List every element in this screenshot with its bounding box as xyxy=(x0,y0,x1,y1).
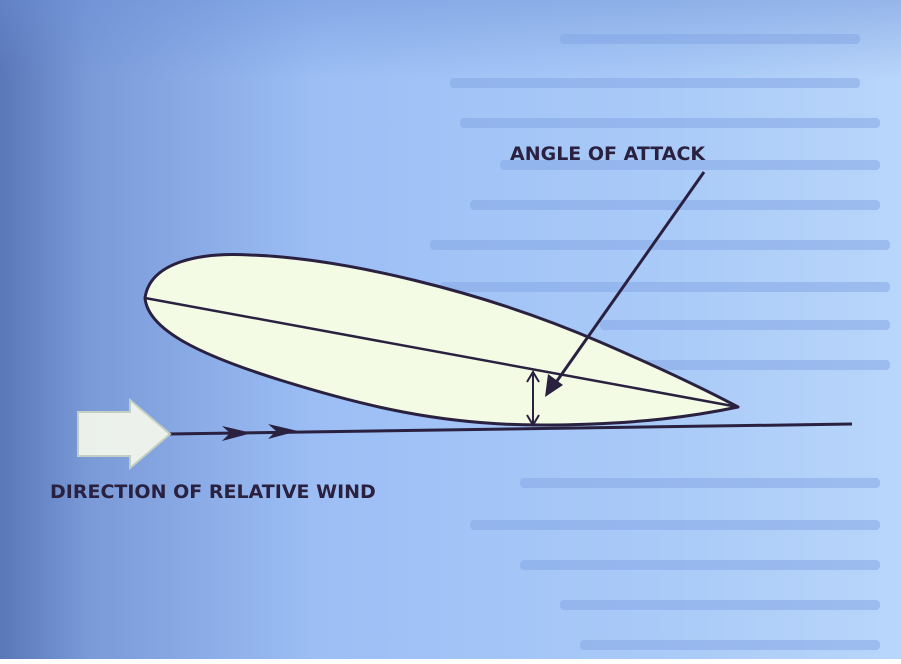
angle-leader-arrow xyxy=(545,171,706,397)
wind-direction-arrow-icon xyxy=(77,397,172,471)
relative-wind-label: DIRECTION OF RELATIVE WIND xyxy=(50,481,376,503)
angle-of-attack-label: ANGLE OF ATTACK xyxy=(510,143,706,165)
flow-arrowheads-icon xyxy=(222,424,298,441)
angle-measure-arrow xyxy=(526,370,540,427)
chord-line xyxy=(144,296,739,409)
bleed-through-text xyxy=(430,34,890,650)
